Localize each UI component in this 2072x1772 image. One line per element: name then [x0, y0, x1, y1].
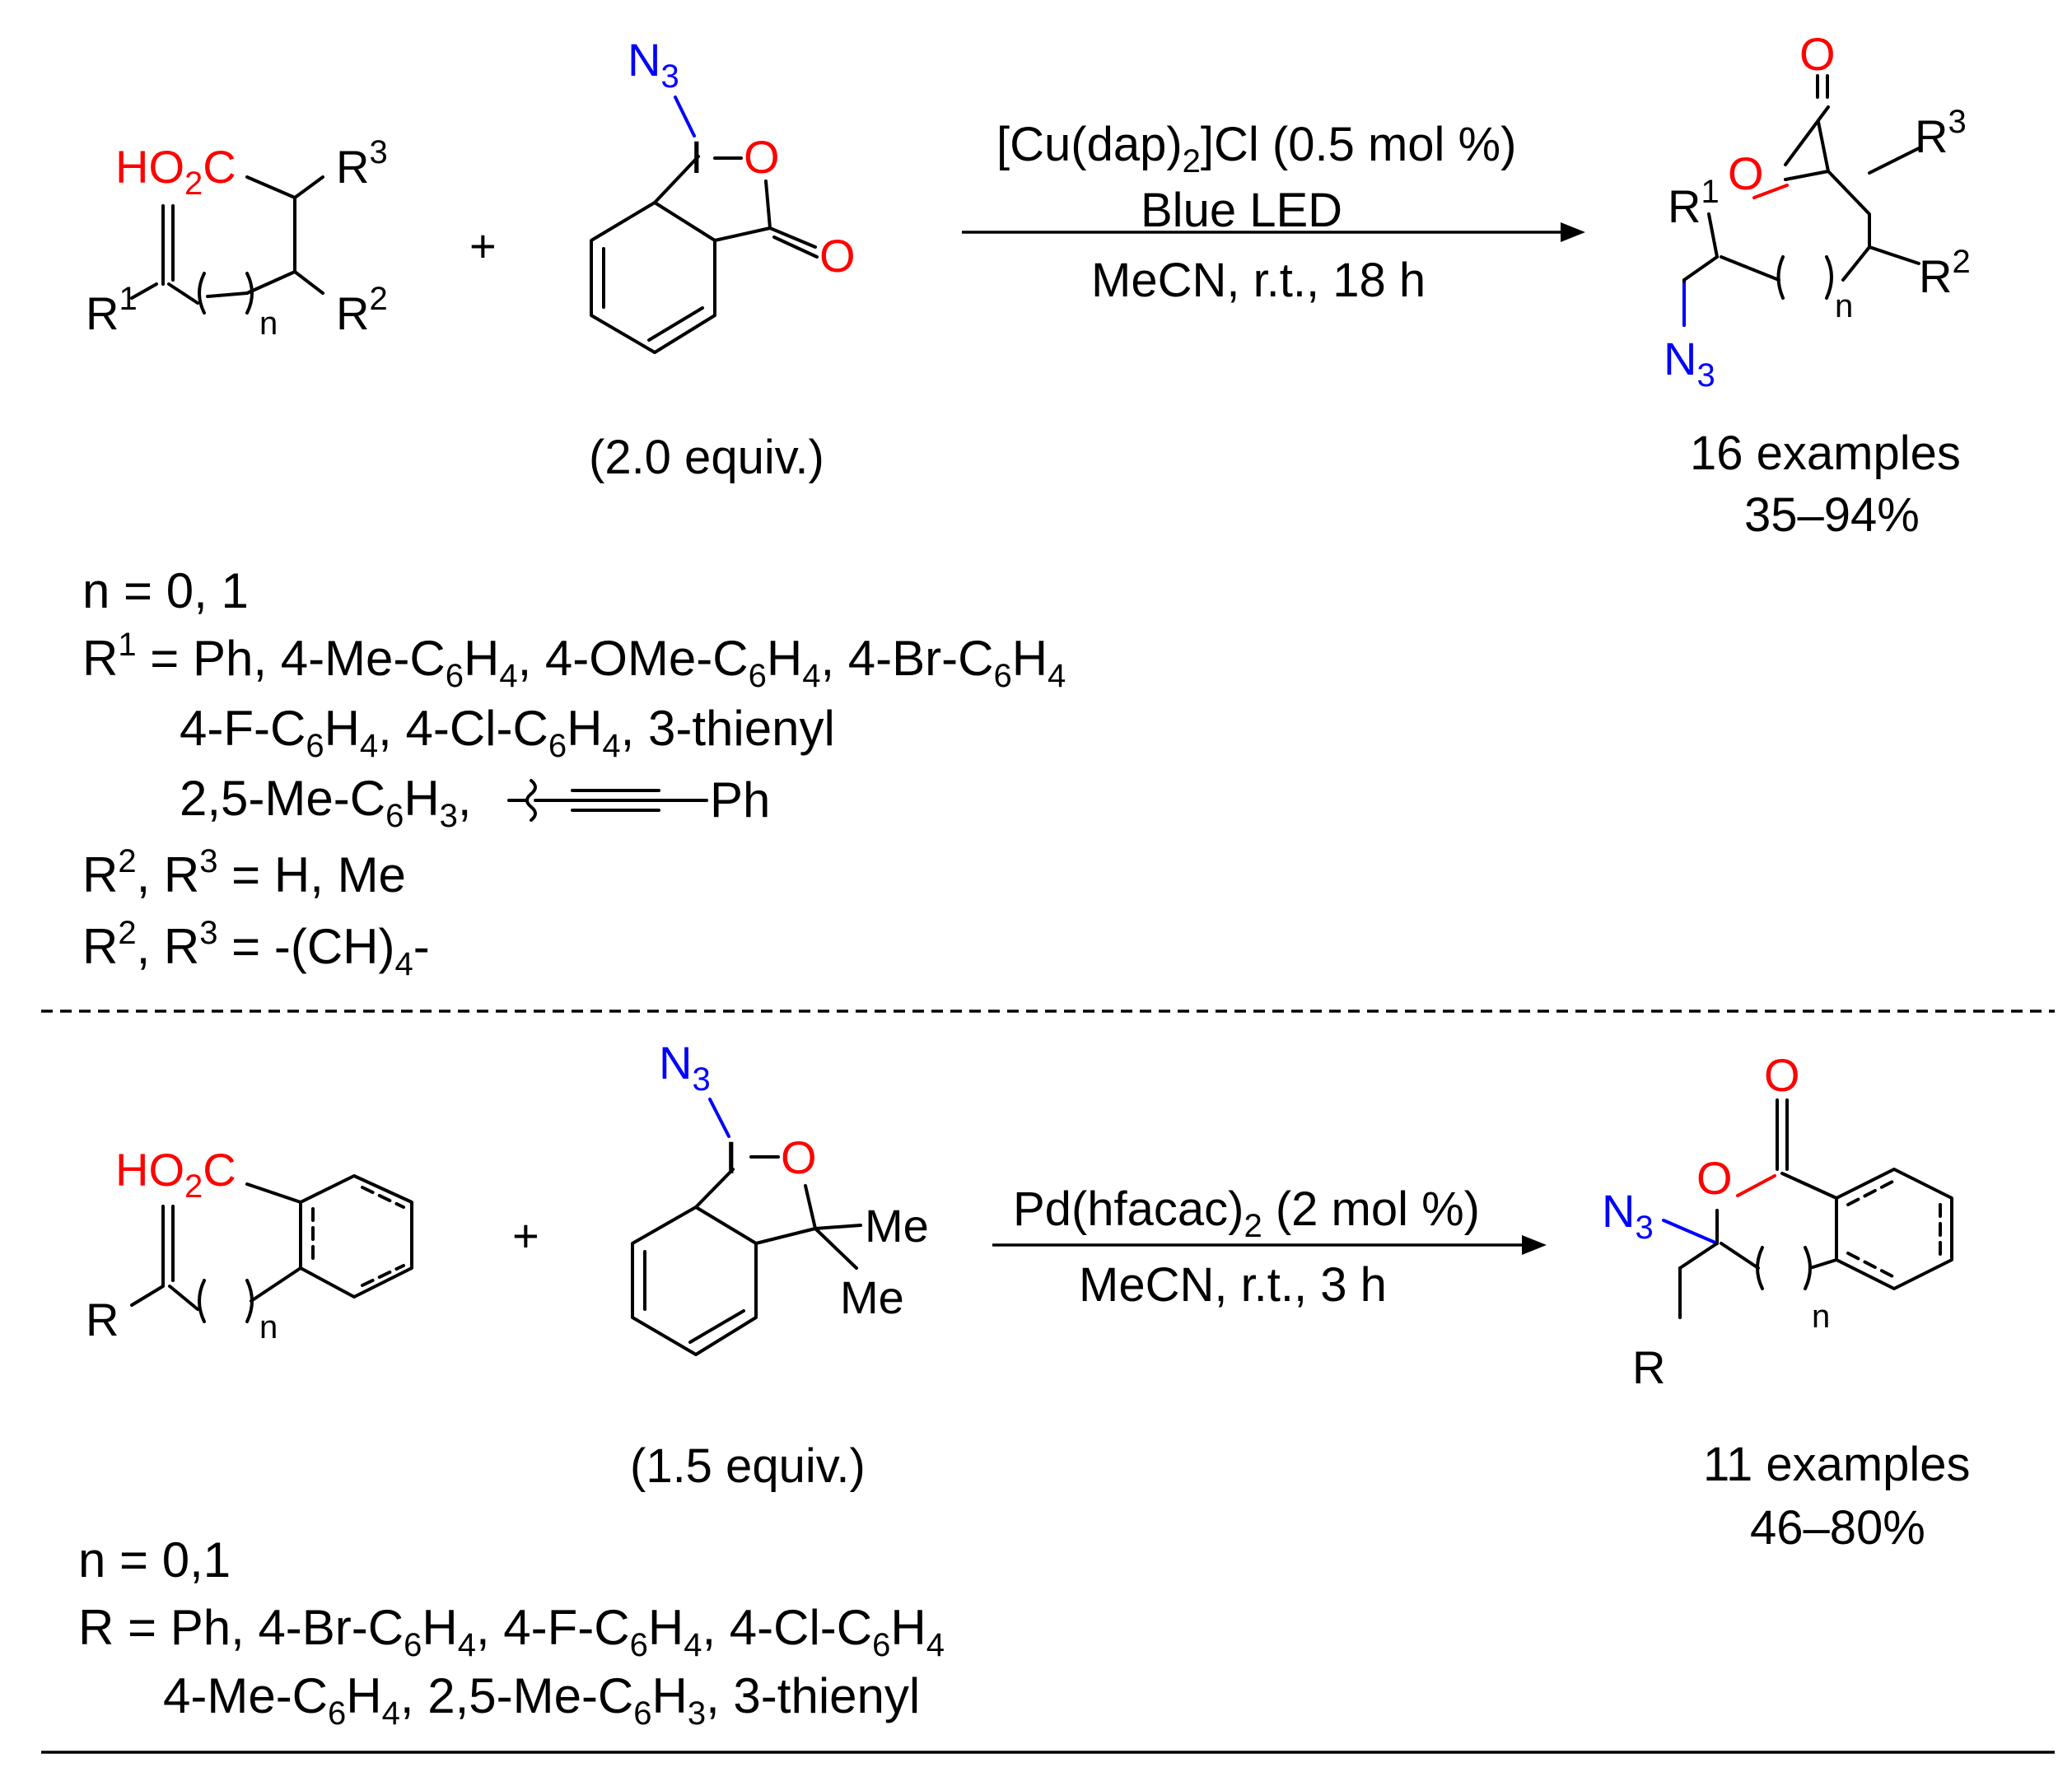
product1-ring-oxygen: O — [1728, 147, 1764, 199]
bottom-var-n: n = 0,1 — [78, 1532, 231, 1588]
bottom-arrowhead — [1522, 1235, 1547, 1255]
product-lactone-top: O O R3 R1 R2 n N3 16 examples 35–94% — [1664, 28, 1971, 542]
substrate-aryl-acid: HO2C R n — [86, 1144, 413, 1345]
reagent2-me2-label: Me — [840, 1271, 904, 1323]
top-var-r1-line3: 2,5-Me-C6H3, — [180, 771, 472, 834]
reagent1-azide-label: N3 — [628, 34, 679, 95]
reagent1-carbonyl-oxygen: O — [819, 230, 856, 282]
substrate-r1-label: R1 — [86, 281, 138, 339]
reagent1-equiv: (2.0 equiv.) — [589, 431, 824, 484]
bottom-solvent: MeCN, r.t., 3 h — [1079, 1258, 1387, 1312]
bottom-variations: n = 0,1 R = Ph, 4-Br-C6H4, 4-F-C6H4, 4-C… — [78, 1532, 945, 1732]
top-var-r1-line2: 4-F-C6H4, 4-Cl-C6H4, 3-thienyl — [180, 701, 835, 764]
top-conditions: [Cu(dap)2]Cl (0.5 mol %) Blue LED MeCN, … — [962, 118, 1585, 307]
plus-sign-top: + — [469, 220, 497, 272]
substrate-alkenoic-acid: HO2C R3 R2 R1 n — [86, 134, 388, 342]
top-var-r2r3-line2: R2, R3 = -(CH)4- — [82, 915, 430, 982]
product2-carbonyl-oxygen: O — [1764, 1049, 1800, 1101]
product1-carbonyl-oxygen: O — [1799, 28, 1836, 80]
product2-r-label: R — [1632, 1341, 1665, 1393]
substrate-r3-label: R3 — [336, 134, 388, 193]
substrate2-r-label: R — [86, 1294, 119, 1345]
bottom-conditions: Pd(hfacac)2 (2 mol %) MeCN, r.t., 3 h — [992, 1182, 1547, 1312]
bottom-yield-range: 46–80% — [1750, 1501, 1925, 1555]
bottom-scheme: HO2C R n + N3 I O Me Me (1.5 equiv.) Pd — [78, 1037, 1971, 1732]
bottom-catalyst: Pd(hfacac)2 (2 mol %) — [1013, 1182, 1480, 1244]
reagent2-ring-oxygen: O — [781, 1131, 817, 1183]
product1-n-label: n — [1835, 288, 1853, 324]
top-yield-examples: 16 examples — [1690, 427, 1961, 480]
substrate2-acid-label: HO2C — [115, 1144, 236, 1205]
substrate-n-label: n — [259, 305, 278, 342]
top-var-n: n = 0, 1 — [82, 563, 249, 618]
product1-r2-label: R2 — [1919, 244, 1971, 302]
reagent-azidobenziodoxolone: N3 I O O (2.0 equiv.) — [589, 34, 856, 484]
bottom-var-r-line1: R = Ph, 4-Br-C6H4, 4-F-C6H4, 4-Cl-C6H4 — [78, 1600, 945, 1663]
product1-r3-label: R3 — [1915, 104, 1967, 162]
substrate-r2-label: R2 — [336, 281, 388, 339]
product-isochromanone: O O N3 R n 11 examples 46–80% — [1602, 1049, 1971, 1555]
product2-ring-oxygen: O — [1696, 1152, 1733, 1204]
reagent1-ring-oxygen: O — [744, 131, 780, 183]
reagent2-equiv: (1.5 equiv.) — [630, 1439, 866, 1493]
top-scheme: HO2C R3 R2 R1 n + N3 I O O (2.0 equiv.) — [82, 28, 1971, 982]
product1-azide-label: N3 — [1664, 333, 1715, 394]
top-variations: n = 0, 1 R1 = Ph, 4-Me-C6H4, 4-OMe-C6H4,… — [82, 563, 1066, 982]
top-var-r1-line1: R1 = Ph, 4-Me-C6H4, 4-OMe-C6H4, 4-Br-C6H… — [82, 627, 1066, 694]
substrate-acid-label: HO2C — [115, 141, 236, 202]
bottom-var-r-line2: 4-Me-C6H4, 2,5-Me-C6H3, 3-thienyl — [163, 1668, 920, 1732]
reagent1-iodine-label: I — [690, 131, 703, 183]
top-solvent: MeCN, r.t., 18 h — [1091, 254, 1426, 307]
reagent2-me1-label: Me — [865, 1200, 929, 1252]
alkyne-substituent: Ph — [507, 772, 770, 828]
reagent-azidobenziodoxole: N3 I O Me Me (1.5 equiv.) — [630, 1037, 929, 1493]
alkyne-ph-label: Ph — [710, 772, 770, 828]
reagent2-azide-label: N3 — [659, 1037, 711, 1098]
plus-sign-bottom: + — [512, 1210, 539, 1261]
bottom-yield-examples: 11 examples — [1703, 1438, 1971, 1491]
substrate2-n-label: n — [259, 1309, 278, 1345]
reagent2-iodine-label: I — [725, 1131, 738, 1183]
top-arrowhead — [1561, 222, 1585, 242]
top-catalyst: [Cu(dap)2]Cl (0.5 mol %) — [996, 118, 1516, 180]
top-yield-range: 35–94% — [1744, 488, 1920, 542]
product2-azide-label: N3 — [1602, 1185, 1654, 1246]
product2-n-label: n — [1812, 1299, 1830, 1335]
top-light: Blue LED — [1141, 184, 1342, 237]
top-var-r2r3-line1: R2, R3 = H, Me — [82, 843, 406, 902]
